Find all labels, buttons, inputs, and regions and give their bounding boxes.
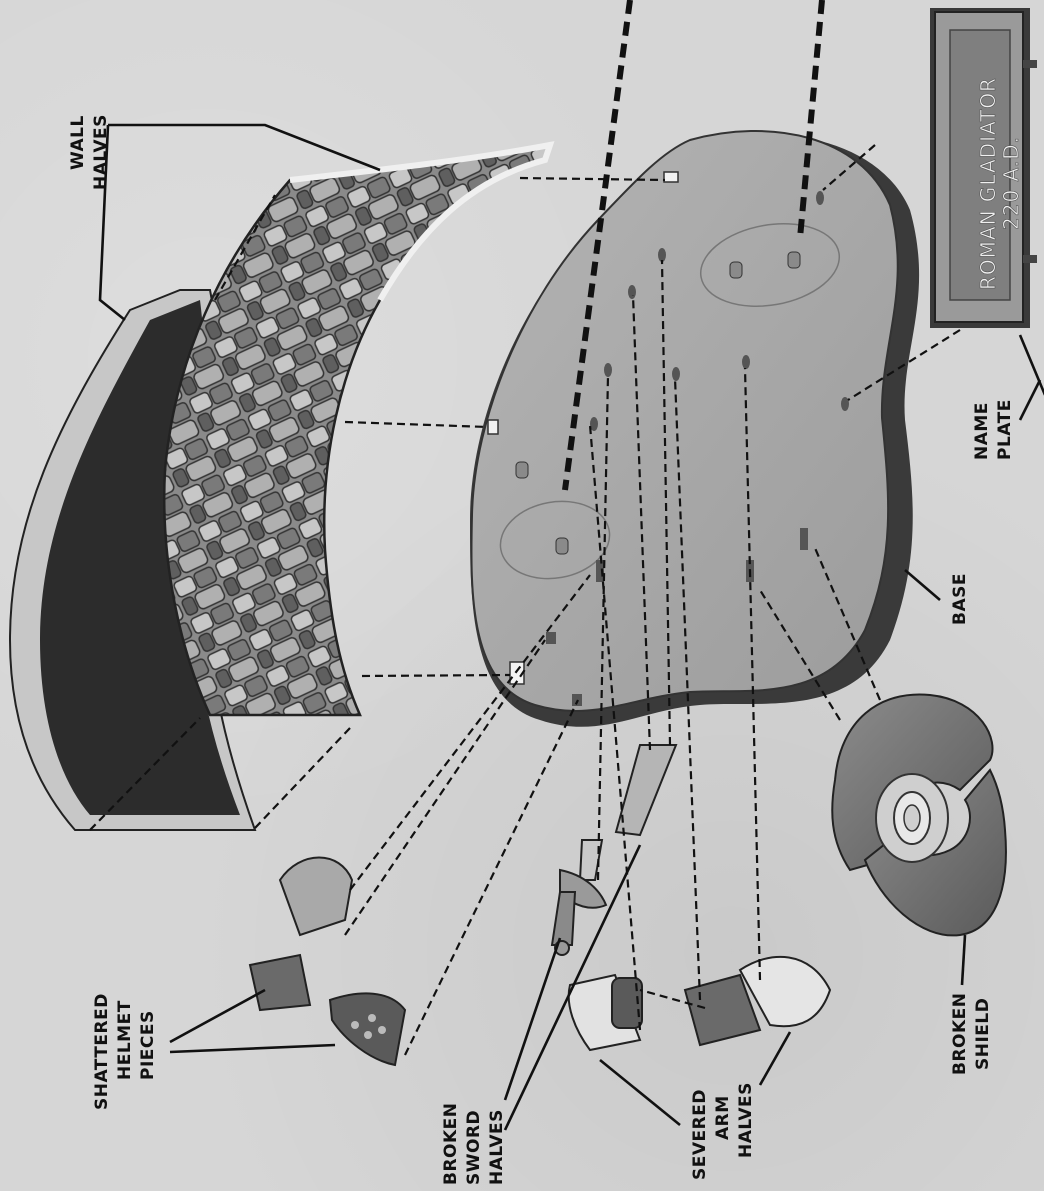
svg-text:SHIELD: SHIELD	[973, 998, 993, 1070]
svg-text:SEVERED: SEVERED	[690, 1089, 710, 1180]
base-part	[470, 131, 919, 727]
label-base: BASE	[950, 573, 970, 625]
svg-text:HALVES: HALVES	[736, 1082, 756, 1158]
svg-text:HALVES: HALVES	[91, 114, 111, 190]
svg-text:WALL: WALL	[68, 115, 88, 170]
svg-text:ARM: ARM	[713, 1095, 733, 1140]
svg-text:BASE: BASE	[950, 573, 970, 625]
svg-text:HALVES: HALVES	[487, 1109, 507, 1185]
svg-text:NAME: NAME	[972, 402, 992, 460]
svg-text:HELMET: HELMET	[115, 1000, 135, 1080]
broken-sword-part	[552, 745, 676, 955]
label-shattered-helmet-pieces: SHATTERED HELMET PIECES	[92, 993, 158, 1110]
broken-shield-part	[832, 694, 1006, 935]
label-severed-arm-halves: SEVERED ARM HALVES	[690, 1082, 756, 1180]
label-wall-halves: WALL HALVES	[68, 114, 111, 190]
helmet-pieces-part	[250, 858, 405, 1066]
svg-text:BROKEN: BROKEN	[441, 1102, 461, 1185]
svg-text:SHATTERED: SHATTERED	[92, 993, 112, 1110]
label-broken-shield: BROKEN SHIELD	[950, 992, 993, 1075]
plate-line-1: ROMAN GLADIATOR	[976, 77, 1000, 290]
svg-text:SWORD: SWORD	[464, 1110, 484, 1185]
svg-text:PLATE: PLATE	[995, 399, 1015, 460]
name-plate-part: ROMAN GLADIATOR 220 A.D.	[930, 8, 1037, 328]
plate-line-2: 220 A.D.	[999, 136, 1023, 230]
svg-text:BROKEN: BROKEN	[950, 992, 970, 1075]
label-name-plate: NAME PLATE	[972, 399, 1015, 460]
label-broken-sword-halves: BROKEN SWORD HALVES	[441, 1102, 507, 1185]
svg-text:PIECES: PIECES	[138, 1010, 158, 1080]
